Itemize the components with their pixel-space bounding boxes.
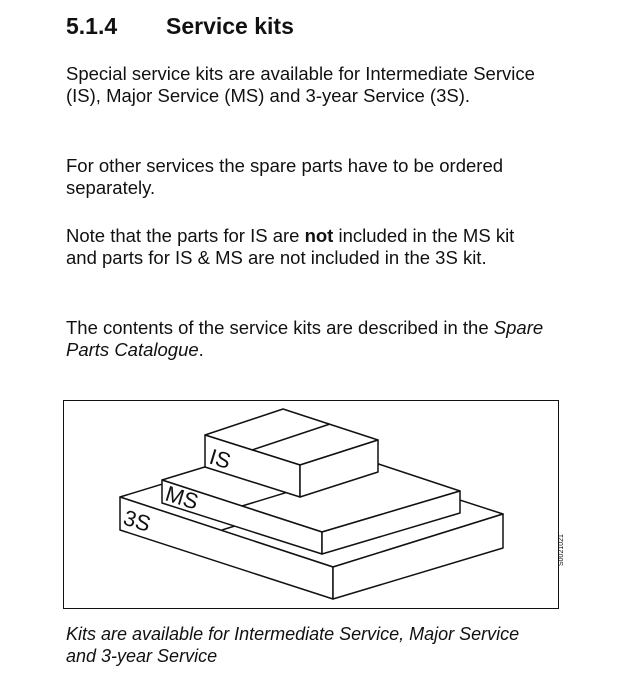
catalogue-reference: Spare Parts Catalogue: [66, 317, 544, 360]
note-text-start: Note that the parts for IS are: [66, 225, 305, 246]
figure-caption: Kits are available for Intermediate Serv…: [66, 624, 520, 666]
box-is: [204, 408, 379, 498]
note-emphasis: not: [304, 225, 334, 246]
paragraph-contents: The contents of the service kits are des…: [66, 317, 546, 360]
paragraph-service-kits: Special service kits are available for I…: [66, 63, 535, 106]
paragraph-note: Note that the parts for IS are not inclu…: [66, 225, 546, 268]
section-title: Service kits: [166, 13, 294, 39]
contents-text-start: The contents of the service kits are des…: [66, 317, 494, 338]
note-text-end: included in the MS kit and parts for IS …: [66, 225, 515, 268]
section-number: 5.1.4: [66, 13, 118, 39]
section-heading: 5.1.4 Service kits: [66, 12, 294, 40]
contents-text-end: .: [198, 338, 204, 360]
figure-frame: [63, 400, 559, 609]
figure-id: S0021021: [558, 534, 565, 566]
paragraph-other-services: For other services the spare parts have …: [66, 155, 504, 198]
